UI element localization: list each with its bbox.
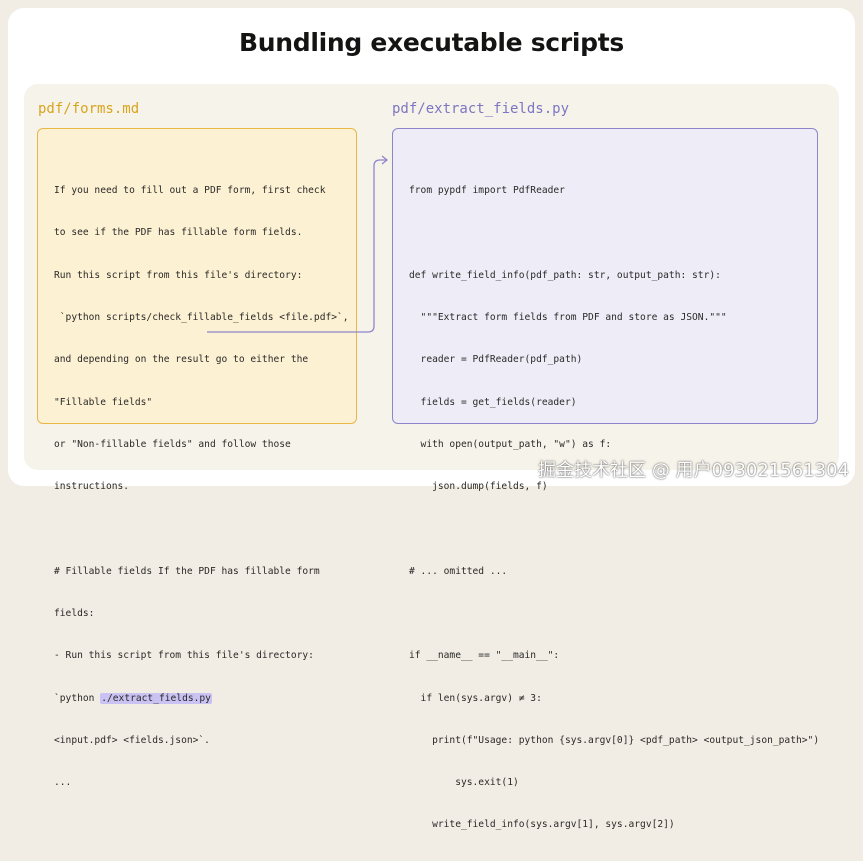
code-line: def write_field_info(pdf_path: str, outp… <box>409 269 721 281</box>
code-line-prefix: `python <box>54 692 101 704</box>
code-line <box>409 226 819 240</box>
extract-fields-box: from pypdf import PdfReader def write_fi… <box>392 128 819 830</box>
code-line: to see if the PDF has fillable form fiel… <box>54 227 303 239</box>
code-line: if len(sys.argv) ≠ 3: <box>409 692 542 704</box>
extract-fields-content: from pypdf import PdfReader def write_fi… <box>409 156 819 861</box>
watermark-text: 掘金技术社区 @ 用户093021561304 <box>538 460 849 481</box>
code-line: ... <box>54 777 72 789</box>
code-line: `python scripts/check_fillable_fields <f… <box>54 312 349 324</box>
forms-md-box: If you need to fill out a PDF form, firs… <box>37 128 357 788</box>
code-line: print(f"Usage: python {sys.argv[0]} <pdf… <box>409 734 820 746</box>
code-line: with open(output_path, "w") as f: <box>409 438 612 450</box>
code-line: instructions. <box>54 481 130 493</box>
code-line: """Extract form fields from PDF and stor… <box>409 312 727 324</box>
code-line: json.dump(fields, f) <box>409 481 548 493</box>
code-line: reader = PdfReader(pdf_path) <box>409 354 583 366</box>
code-line: - Run this script from this file's direc… <box>54 650 314 662</box>
code-line <box>409 522 819 536</box>
code-line: and depending on the result go to either… <box>54 354 309 366</box>
code-line: <input.pdf> <fields.json>`. <box>54 734 210 746</box>
code-line: # Fillable fields If the PDF has fillabl… <box>54 565 320 577</box>
code-line: if __name__ == "__main__": <box>409 650 560 662</box>
code-line: or "Non-fillable fields" and follow thos… <box>54 438 291 450</box>
code-line: fields: <box>54 608 95 619</box>
extract-fields-highlight[interactable]: ./extract_fields.py <box>100 692 212 704</box>
code-line <box>409 607 819 621</box>
code-line <box>54 522 349 536</box>
code-line: # ... omitted ... <box>409 565 508 577</box>
code-line: If you need to fill out a PDF form, firs… <box>54 185 326 197</box>
code-line: write_field_info(sys.argv[1], sys.argv[2… <box>409 819 675 831</box>
code-line: "Fillable fields" <box>54 396 153 408</box>
diagram-title: Bundling executable scripts <box>239 28 624 57</box>
extract-fields-py-label: pdf/extract_fields.py <box>392 101 570 117</box>
forms-md-content: If you need to fill out a PDF form, firs… <box>54 156 349 818</box>
forms-md-label: pdf/forms.md <box>38 101 140 117</box>
code-line: fields = get_fields(reader) <box>409 396 577 408</box>
code-line: sys.exit(1) <box>409 777 519 789</box>
code-line-with-link: `python ./extract_fields.py <box>54 692 349 706</box>
code-line: from pypdf import PdfReader <box>409 185 565 197</box>
code-line: Run this script from this file's directo… <box>54 269 303 281</box>
